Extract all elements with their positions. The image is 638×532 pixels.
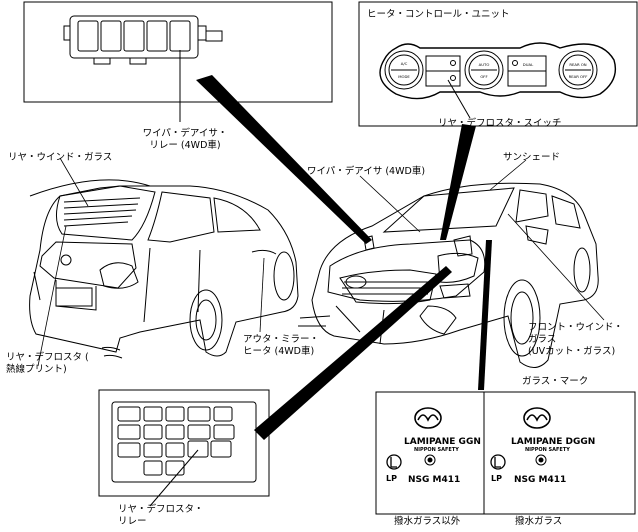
wiper-deicer-relay-label-line1: ワイパ・デアイサ・ (142, 128, 228, 139)
mazda-logo-icon (523, 407, 551, 429)
glass-mark-label: ガラス・マーク (522, 376, 589, 387)
rear-defroster-label-line2: 熱線プリント) (6, 364, 67, 375)
front-car-drawing (298, 182, 599, 368)
mazda-logo-icon (414, 407, 442, 429)
rear-defroster-relay-label-line1: リヤ・デフロスタ・ (118, 504, 204, 515)
outer-mirror-heater-label-line2: ヒータ (4WD車) (243, 346, 315, 357)
wiper-deicer-label: ワイパ・デアイサ (4WD車) (307, 166, 426, 177)
non-water-repellent-label: 撥水ガラス以外 (394, 516, 461, 527)
rear-defroster-switch-label: リヤ・デフロスタ・スイッチ (438, 118, 562, 129)
rear-off-label: REAR OFF (569, 74, 588, 79)
glass-mark-inset (375, 391, 636, 515)
outer-mirror-heater-label-line1: アウタ・ミラー・ (243, 334, 320, 345)
right-glass-lp: LP (491, 474, 502, 483)
rear-defroster-label-line1: リヤ・デフロスタ ( (6, 352, 89, 363)
off-button-label: OFF (480, 74, 487, 79)
wiper-deicer-relay-label: ワイパ・デアイサ・ リレー (4WD車) (130, 128, 240, 152)
auto-button-label: AUTO (479, 62, 490, 67)
rear-defroster-label: リヤ・デフロスタ ( 熱線プリント) (6, 352, 89, 376)
heater-control-inset: A/C MODE AUTO OFF DUAL REAR ON REAR OFF (358, 1, 638, 127)
front-window-glass-label-line1: フロント・ウインド・ (528, 322, 624, 333)
left-glass-code: NSG M411 (408, 475, 461, 485)
rear-car-drawing (29, 179, 299, 359)
left-glass-lp: LP (386, 474, 397, 483)
ac-button-label: A/C (401, 61, 408, 66)
right-glass-logo-text: NIPPON SAFETY (525, 447, 570, 453)
lp-mark-icon (490, 454, 506, 470)
rear-defroster-relay-label-line2: リレー (118, 516, 147, 527)
sunshade-label: サンシェード (503, 152, 561, 163)
left-glass-brand: LAMIPANE GGN (404, 437, 481, 447)
rear-window-glass-label: リヤ・ウインド・ガラス (8, 152, 113, 163)
front-window-glass-label-line3: (UVカット・ガラス) (528, 346, 616, 357)
rear-defroster-relay-inset (98, 389, 270, 507)
wiper-deicer-relay-label-line2: リレー (4WD車) (149, 140, 221, 151)
nippon-safety-logo-icon (535, 454, 547, 466)
left-glass-logo-text: NIPPON SAFETY (414, 447, 459, 453)
wiper-deicer-relay-inset (23, 1, 333, 122)
water-repellent-label: 撥水ガラス (515, 516, 563, 527)
rear-defroster-relay-label: リヤ・デフロスタ・ リレー (118, 504, 204, 528)
outer-mirror-heater-label: アウタ・ミラー・ ヒータ (4WD車) (243, 334, 319, 358)
rear-on-label: REAR ON (569, 62, 586, 67)
pointer-wedges (196, 75, 492, 440)
mode-button-label: MODE (398, 74, 410, 79)
dual-button-label: DUAL (523, 62, 534, 67)
front-window-glass-label: フロント・ウインド・ ガラス (UVカット・ガラス) (528, 322, 623, 358)
front-window-glass-label-line2: ガラス (528, 334, 557, 345)
lp-mark-icon (386, 454, 402, 470)
right-glass-brand: LAMIPANE DGGN (511, 437, 596, 447)
leader-lines (37, 157, 605, 367)
right-glass-code: NSG M411 (514, 475, 567, 485)
nippon-safety-logo-icon (424, 454, 436, 466)
heater-control-unit-label: ヒータ・コントロール・ユニット (367, 9, 510, 20)
